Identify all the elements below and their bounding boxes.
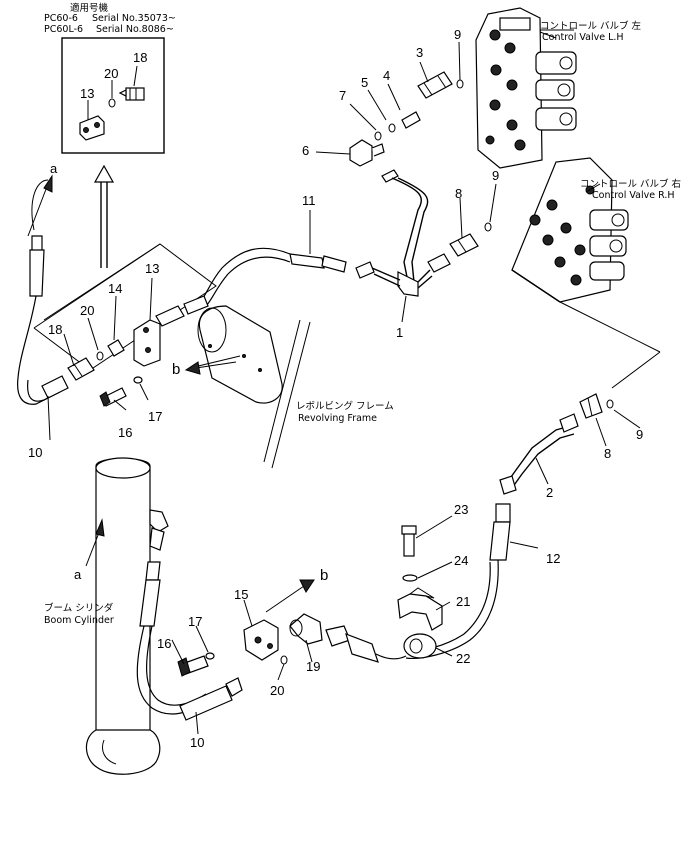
part-20-inset: 20 bbox=[104, 66, 119, 81]
clamp-21 bbox=[397, 587, 443, 631]
inset-heading-jp: 適用号機 bbox=[70, 3, 109, 14]
ref-b-mid: b bbox=[172, 361, 181, 378]
bracket-13-mid bbox=[133, 295, 209, 367]
control-valve-lh bbox=[475, 7, 577, 169]
part-11: 11 bbox=[302, 193, 316, 208]
part-5: 5 bbox=[361, 75, 369, 90]
oring-9-top bbox=[456, 79, 464, 89]
leader-lines bbox=[47, 31, 641, 735]
hose-10-lower bbox=[136, 561, 243, 721]
elbow-6 bbox=[349, 139, 385, 167]
inset-oring-20 bbox=[108, 98, 116, 108]
inset-box bbox=[61, 37, 165, 154]
part-24: 24 bbox=[454, 553, 469, 568]
ref-a-top: a bbox=[50, 161, 58, 176]
part-10-mid: 10 bbox=[28, 445, 43, 460]
oring-7 bbox=[374, 131, 382, 141]
part-20-mid: 20 bbox=[80, 303, 95, 318]
part-1: 1 bbox=[396, 325, 404, 340]
fitting-3 bbox=[417, 71, 453, 99]
oring-5 bbox=[388, 123, 396, 133]
part-9-mid: 9 bbox=[492, 168, 500, 183]
washer-24 bbox=[402, 574, 418, 582]
part-9-lower: 9 bbox=[636, 427, 644, 442]
bolt-16-mid bbox=[99, 387, 127, 407]
boom-cylinder-jp: ブーム シリンダ bbox=[44, 603, 114, 614]
oring-9-lower bbox=[606, 399, 614, 409]
hose-end-19 bbox=[325, 625, 407, 663]
part-17-mid: 17 bbox=[148, 409, 163, 424]
oring-9-mid bbox=[484, 222, 492, 232]
part-19: 19 bbox=[306, 659, 321, 674]
block-15 bbox=[243, 619, 279, 661]
control-valve-rh bbox=[511, 157, 661, 389]
part-16-mid: 16 bbox=[118, 425, 133, 440]
part-8-upper: 8 bbox=[455, 186, 463, 201]
fitting-4 bbox=[401, 111, 421, 129]
washer-17-mid bbox=[133, 376, 143, 384]
inset-bracket-13 bbox=[79, 113, 105, 141]
inset-model-2: PC60L-6 bbox=[44, 24, 84, 35]
pipe-1 bbox=[355, 169, 451, 297]
part-13-inset: 13 bbox=[80, 86, 95, 101]
part-2: 2 bbox=[546, 485, 554, 500]
part-18-inset: 18 bbox=[133, 50, 148, 65]
revolving-frame-label: Revolving Frame bbox=[298, 413, 378, 424]
part-4: 4 bbox=[383, 68, 391, 83]
part-14: 14 bbox=[108, 281, 123, 296]
revolving-frame-jp: レボルビング フレーム bbox=[296, 401, 394, 412]
inset-model-1: PC60-6 bbox=[44, 13, 78, 24]
fitting-18-mid bbox=[67, 357, 95, 381]
arrow-b-bottom bbox=[265, 579, 315, 613]
part-18-mid: 18 bbox=[48, 322, 63, 337]
bolt-16-lower bbox=[177, 655, 209, 677]
hose-10-mid bbox=[17, 179, 69, 405]
control-valve-lh-jp: コントロール バルブ 左 bbox=[540, 21, 642, 32]
control-valve-rh-label: Control Valve R.H bbox=[592, 190, 675, 201]
revolving-frame-line bbox=[263, 319, 311, 469]
bolt-23 bbox=[401, 525, 417, 557]
control-valve-lh-label: Control Valve L.H bbox=[542, 32, 624, 43]
inset-serial-2: Serial No.8086~ bbox=[96, 24, 174, 35]
inset-fitting-18 bbox=[118, 87, 145, 101]
fitting-14 bbox=[107, 339, 125, 357]
part-20-lower: 20 bbox=[270, 683, 285, 698]
arrow-b-mid bbox=[184, 361, 237, 375]
oring-20-mid bbox=[96, 351, 104, 361]
ref-a-bottom: a bbox=[74, 567, 82, 582]
part-10-lower: 10 bbox=[190, 735, 205, 750]
part-7: 7 bbox=[339, 88, 347, 103]
tank-component bbox=[189, 305, 283, 404]
part-22: 22 bbox=[456, 651, 471, 666]
part-13-mid: 13 bbox=[145, 261, 160, 276]
cushion-22 bbox=[403, 633, 437, 659]
arrow-a-bottom bbox=[85, 518, 105, 567]
hose-11 bbox=[199, 247, 347, 307]
part-3: 3 bbox=[416, 45, 424, 60]
part-15: 15 bbox=[234, 587, 249, 602]
ref-b-bottom: b bbox=[320, 567, 329, 584]
part-6: 6 bbox=[302, 143, 310, 158]
elbow-19 bbox=[289, 613, 323, 645]
boom-cylinder-label: Boom Cylinder bbox=[44, 615, 114, 626]
fitting-8-lower bbox=[579, 393, 603, 419]
part-8-lower: 8 bbox=[604, 446, 612, 461]
washer-17-lower bbox=[205, 652, 215, 660]
part-9-top: 9 bbox=[454, 27, 462, 42]
control-valve-rh-jp: コントロール バルブ 右 bbox=[580, 179, 682, 190]
inset-serial-1: Serial No.35073~ bbox=[92, 13, 176, 24]
part-12: 12 bbox=[546, 551, 561, 566]
arrow-a-top bbox=[27, 174, 53, 237]
part-17-lower: 17 bbox=[188, 614, 203, 629]
oring-20-lower bbox=[280, 655, 288, 665]
fitting-8-upper bbox=[449, 233, 479, 257]
boom-cylinder bbox=[85, 457, 169, 775]
part-23: 23 bbox=[454, 502, 469, 517]
inset-arrow bbox=[93, 164, 115, 268]
part-16-lower: 16 bbox=[157, 636, 172, 651]
part-21: 21 bbox=[456, 594, 471, 609]
pipe-2 bbox=[499, 413, 579, 495]
